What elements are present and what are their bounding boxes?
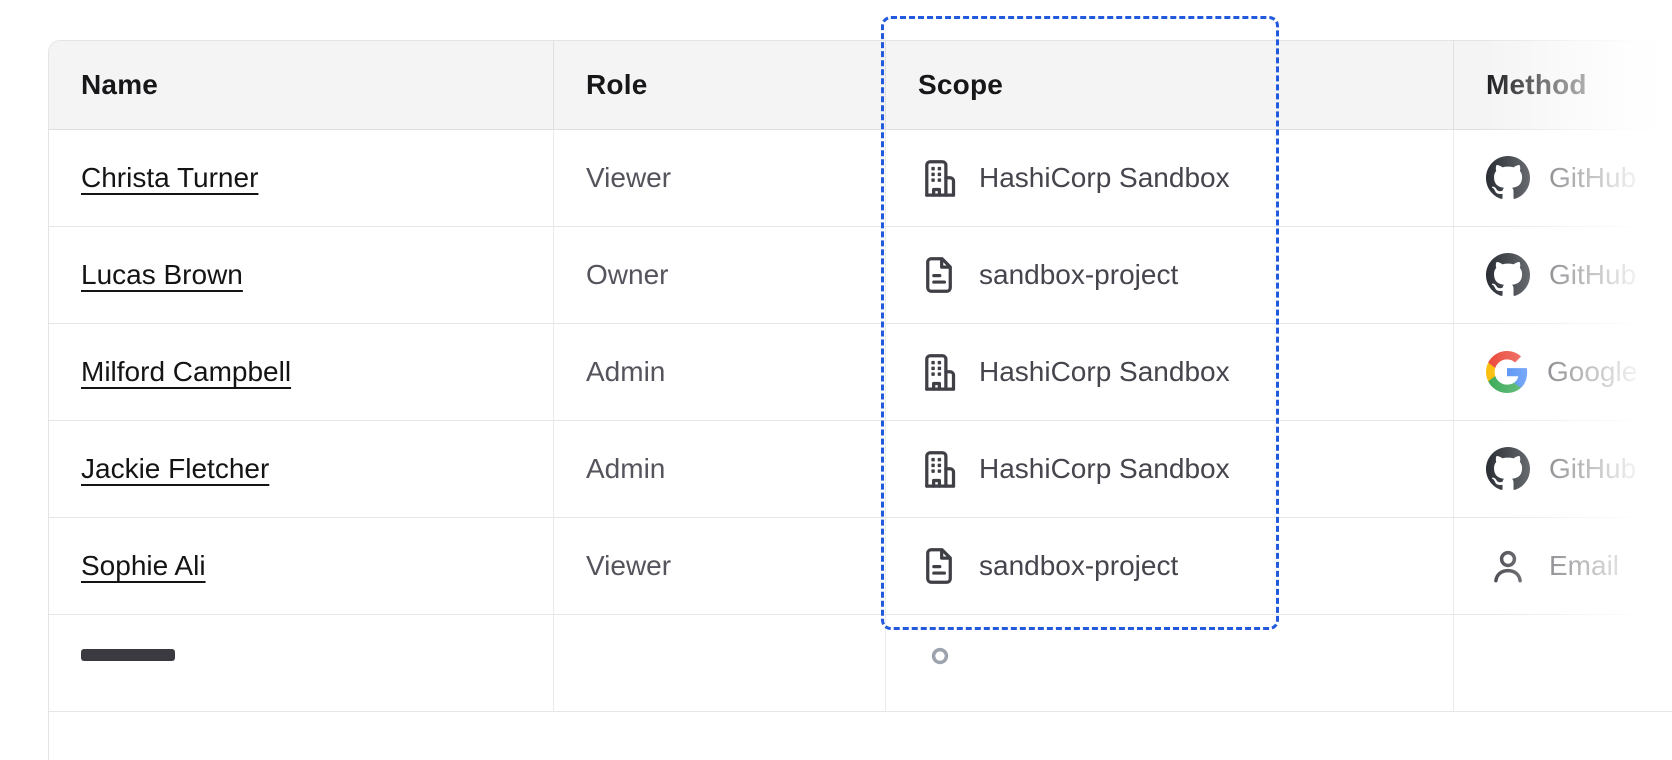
github-icon <box>1486 253 1530 296</box>
column-header-label: Scope <box>918 69 1004 100</box>
role-value: Viewer <box>586 550 672 581</box>
member-name-link[interactable]: Christa Turner <box>81 162 259 193</box>
table-row-2-method-cell: GitHub <box>1454 227 1672 324</box>
column-header-label: Role <box>586 69 648 100</box>
table-row-1-name-cell: Christa Turner <box>49 130 554 227</box>
table-row-5-name-cell: Sophie Ali <box>49 518 554 615</box>
method-value: Email <box>1549 550 1620 581</box>
table-row-5-role-cell: Viewer <box>554 518 886 615</box>
scope-value: sandbox-project <box>979 550 1179 581</box>
table-row-6-name-cell-partial <box>49 615 554 712</box>
method-value: GitHub <box>1549 453 1637 484</box>
table-row-4-role-cell: Admin <box>554 421 886 518</box>
table-row-3-method-cell: Google <box>1454 324 1672 421</box>
role-value: Owner <box>586 259 669 290</box>
role-value: Admin <box>586 453 666 484</box>
member-name-link[interactable]: Lucas Brown <box>81 259 243 290</box>
column-header-label: Name <box>81 69 159 100</box>
table-row-6-role-cell-partial <box>554 615 886 712</box>
table-row-2-scope-cell: sandbox-project <box>886 227 1454 324</box>
column-header-scope: Scope <box>886 41 1454 130</box>
google-icon <box>1486 351 1528 393</box>
role-value: Viewer <box>586 162 672 193</box>
table-row-5-method-cell: Email <box>1454 518 1672 615</box>
method-value: GitHub <box>1549 162 1637 193</box>
github-icon <box>1486 156 1530 199</box>
table-row-3-role-cell: Admin <box>554 324 886 421</box>
column-header-method: Method <box>1454 41 1672 130</box>
table-row-3-scope-cell: HashiCorp Sandbox <box>886 324 1454 421</box>
member-name-link[interactable]: Milford Campbell <box>81 356 292 387</box>
table-row-4-name-cell: Jackie Fletcher <box>49 421 554 518</box>
table-row-6-scope-cell-partial <box>886 615 1454 712</box>
scope-value: HashiCorp Sandbox <box>979 356 1230 387</box>
members-table: Name Role Scope Method Christa Turner Vi… <box>48 40 1672 760</box>
table-row-5-scope-cell: sandbox-project <box>886 518 1454 615</box>
page: { "table": { "headers": [ { "label": "Na… <box>48 0 1672 760</box>
person-icon <box>1494 550 1522 583</box>
role-value: Admin <box>586 356 666 387</box>
table-row-1-role-cell: Viewer <box>554 130 886 227</box>
column-header-role: Role <box>554 41 886 130</box>
table-row-2-name-cell: Lucas Brown <box>49 227 554 324</box>
project-icon <box>926 257 952 293</box>
scope-value: HashiCorp Sandbox <box>979 453 1230 484</box>
project-icon <box>926 548 952 584</box>
github-icon <box>1486 447 1530 490</box>
table-row-2-role-cell: Owner <box>554 227 886 324</box>
member-name-link[interactable]: Sophie Ali <box>81 550 206 581</box>
table-row-1-scope-cell: HashiCorp Sandbox <box>886 130 1454 227</box>
partial-scope-icon <box>931 647 949 665</box>
table-row-4-scope-cell: HashiCorp Sandbox <box>886 421 1454 518</box>
table-row-4-method-cell: GitHub <box>1454 421 1672 518</box>
table-row-3-name-cell: Milford Campbell <box>49 324 554 421</box>
organization-icon <box>925 451 956 488</box>
organization-icon <box>925 354 956 391</box>
table-row-1-method-cell: GitHub <box>1454 130 1672 227</box>
member-name-link[interactable]: Jackie Fletcher <box>81 453 270 484</box>
organization-icon <box>925 160 956 197</box>
column-header-label: Method <box>1486 69 1587 100</box>
scope-value: HashiCorp Sandbox <box>979 162 1230 193</box>
method-value: GitHub <box>1549 259 1637 290</box>
method-value: Google <box>1547 356 1638 387</box>
column-header-name: Name <box>49 41 554 130</box>
cut-off-name-text <box>81 649 175 661</box>
scope-value: sandbox-project <box>979 259 1179 290</box>
table-row-6-method-cell-partial <box>1454 615 1672 712</box>
